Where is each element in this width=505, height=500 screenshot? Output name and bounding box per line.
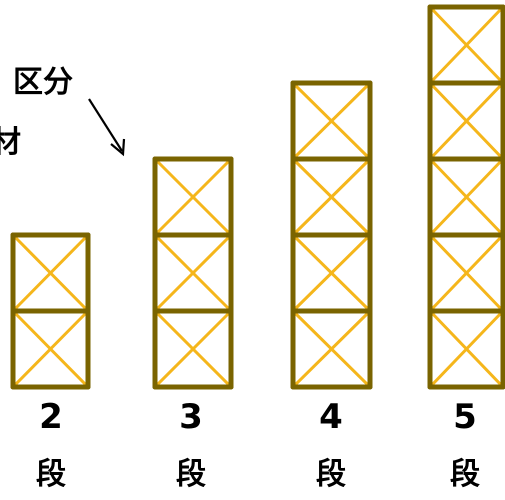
brace-5-4-b [428,233,505,313]
tier-count-4: 4 [319,397,343,437]
brace-5-5-b [428,309,505,389]
brace-2-1-b [11,233,90,313]
tier-count-2: 2 [39,397,63,437]
tier-unit-2: 段 [36,457,66,492]
brace-5-3-b [428,157,505,237]
brace-5-2-b [428,81,505,161]
brace-4-1-b [291,81,372,161]
annotation-line-2: 材 [0,125,21,160]
tier-count-3: 3 [179,397,203,437]
tower-5 [427,4,505,390]
towers-group [10,4,505,390]
annotation-line-1: 区分 [13,65,73,100]
tier-unit-4: 段 [316,457,346,492]
tier-count-5: 5 [453,397,477,437]
brace-3-3-b [153,309,233,389]
tower-2 [10,232,91,390]
brace-2-2-b [11,309,90,389]
brace-4-3-b [291,233,372,313]
brace-3-1-b [153,157,233,237]
annotation-arrow [88,98,126,157]
brace-3-2-b [153,233,233,313]
tower-labels: 2 3 4 5 段 段 段 段 [36,397,480,492]
tier-unit-3: 段 [176,457,206,492]
tower-3 [152,156,234,390]
brace-4-2-b [291,157,372,237]
brace-4-4-b [291,309,372,389]
tower-4 [290,80,373,390]
tier-unit-5: 段 [450,457,480,492]
brace-5-1-b [428,5,505,85]
